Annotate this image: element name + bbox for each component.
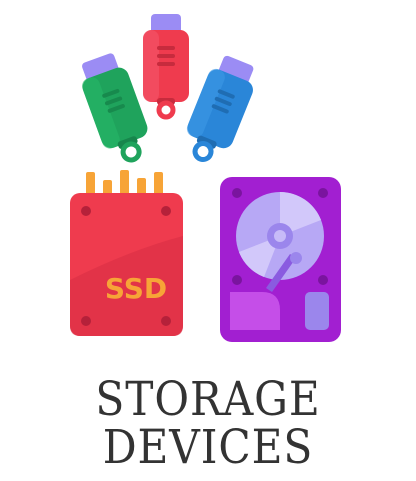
ssd-drive-icon: SSD: [70, 170, 183, 336]
device-icons: SSD: [70, 14, 341, 342]
usb-flash-drive-red-icon: [143, 14, 189, 120]
caption-line-2: DEVICES: [102, 420, 314, 475]
storage-devices-caption: STORAGE DEVICES: [21, 376, 395, 472]
usb-flash-drive-blue-icon: [186, 55, 254, 163]
caption-line-1: STORAGE: [95, 372, 321, 427]
ssd-label: SSD: [105, 272, 167, 305]
usb-flash-drive-green-icon: [82, 53, 148, 163]
hard-disk-drive-icon: [220, 177, 341, 342]
